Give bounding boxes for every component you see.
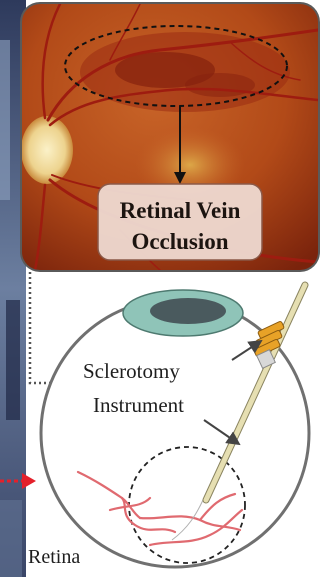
retina-label: Retina: [28, 546, 80, 569]
occlusion-label-line2: Occlusion: [104, 229, 256, 255]
pupil: [150, 298, 226, 324]
occlusion-label-line1: Retinal Vein: [104, 198, 256, 224]
sclerotomy-label: Sclerotomy: [83, 359, 180, 384]
instrument-label: Instrument: [93, 393, 184, 418]
optic-disc: [21, 116, 73, 184]
